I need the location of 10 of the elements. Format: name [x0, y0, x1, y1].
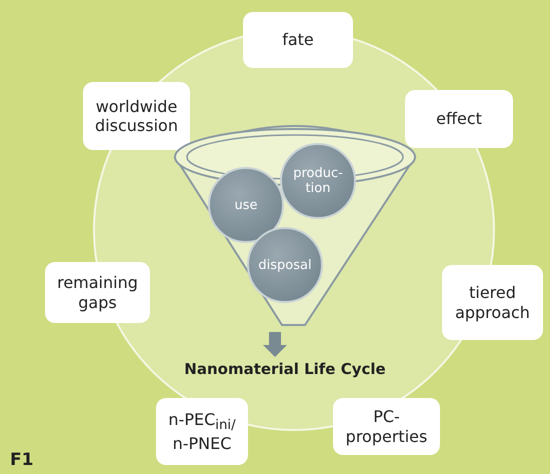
topic-box: n-PEC$_{ini/}$ n-PNEC [156, 398, 248, 465]
arrow [263, 332, 287, 357]
topic-box: PC-properties [333, 398, 440, 455]
topic-box: worldwide discussion [83, 82, 190, 150]
topic-box: remaining gaps [45, 262, 150, 323]
topic-box: tiered approach [442, 265, 543, 340]
topic-box: effect [405, 90, 513, 148]
topic-box: fate [243, 12, 353, 68]
figure-label: F1 [10, 450, 34, 470]
cycle-label: Nanomaterial Life Cycle [130, 360, 440, 384]
